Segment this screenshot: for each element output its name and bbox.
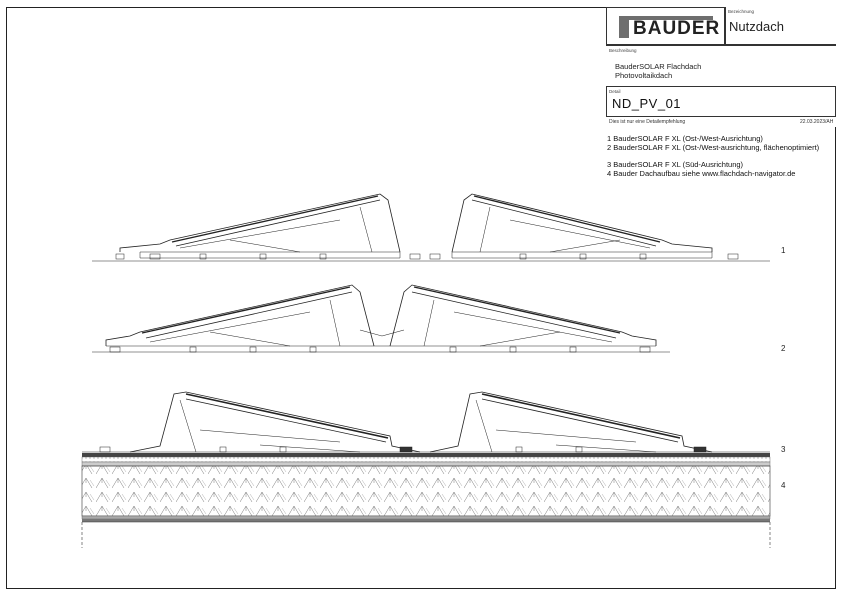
detail-note: Dies ist nur eine Detailempfehlung bbox=[609, 119, 686, 125]
detail-code: ND_PV_01 bbox=[612, 96, 682, 111]
legend-item-4: 4 Bauder Dachaufbau siehe www.flachdach-… bbox=[607, 169, 796, 178]
beschreibung-label: Beschreibung bbox=[609, 48, 637, 53]
bauder-logo bbox=[619, 16, 713, 38]
bezeichnung-cell bbox=[725, 7, 836, 45]
row-label-4: 4 bbox=[781, 481, 786, 490]
beschreibung-line2: Photovoltaikdach bbox=[615, 71, 673, 80]
row-4-dachaufbau bbox=[81, 453, 771, 548]
row-2-ost-west-optimiert bbox=[92, 284, 670, 353]
drawing-date: 22.03.2023/AH bbox=[800, 119, 834, 125]
row-label-1: 1 bbox=[781, 246, 786, 255]
row-3-sued bbox=[82, 391, 770, 453]
row-label-3: 3 bbox=[781, 445, 786, 454]
sheet-frame bbox=[6, 7, 836, 589]
beschreibung-cell bbox=[606, 45, 836, 87]
beschreibung-line1: BauderSOLAR Flachdach bbox=[615, 62, 702, 71]
legend-item-3: 3 BauderSOLAR F XL (Süd-Ausrichtung) bbox=[607, 160, 744, 169]
detail-label: Detail bbox=[609, 89, 621, 94]
row-label-2: 2 bbox=[781, 344, 786, 353]
bezeichnung-label: Bezeichnung bbox=[728, 9, 755, 14]
legend-item-2: 2 BauderSOLAR F XL (Ost-/West-ausrichtun… bbox=[607, 143, 820, 152]
bezeichnung-value: Nutzdach bbox=[729, 19, 784, 34]
note-row bbox=[606, 116, 836, 127]
logo-box bbox=[607, 8, 725, 45]
brand-name: BAUDER bbox=[633, 18, 721, 39]
legend-item-1: 1 BauderSOLAR F XL (Ost-/West-Ausrichtun… bbox=[607, 134, 763, 143]
row-1-ost-west bbox=[92, 193, 770, 262]
